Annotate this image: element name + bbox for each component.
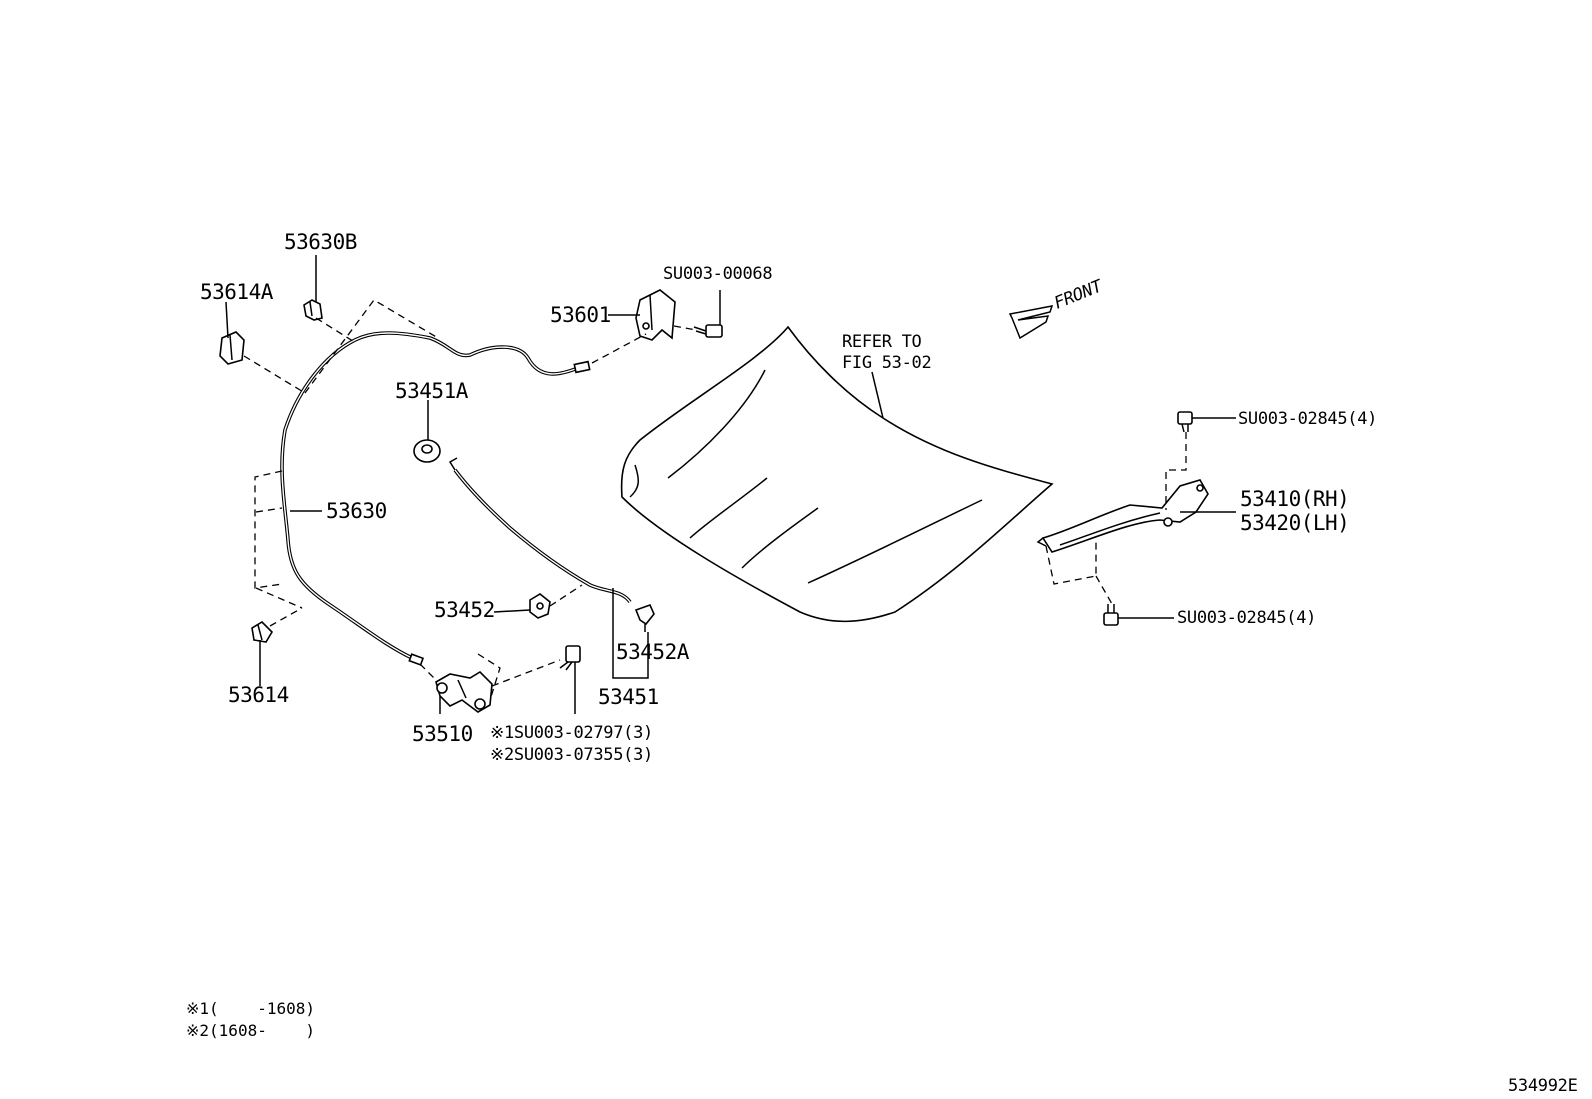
label-53451a: 53451A: [395, 379, 469, 403]
figure-number: 534992E: [1508, 1076, 1578, 1096]
label-53601: 53601: [550, 303, 611, 327]
clamp-53452a-icon: [634, 603, 655, 632]
clamp-53614-icon: [251, 620, 274, 643]
label-su003-00068: SU003-00068: [663, 264, 772, 284]
label-53452: 53452: [434, 598, 495, 622]
bolt-su003-00068-icon: [693, 324, 723, 338]
hood-panel: [620, 325, 1054, 623]
assembly-dash-lines: [243, 299, 1187, 701]
hood-lock-control-cable: [448, 457, 632, 604]
footnote-1: ※1( -1608): [186, 999, 315, 1018]
label-53630b: 53630B: [284, 230, 357, 254]
label-53452a: 53452A: [616, 640, 690, 664]
clamp-53614a-icon: [219, 331, 245, 365]
label-53420-lh: 53420(LH): [1240, 511, 1349, 535]
bolt-su003-02797-icon: [559, 645, 581, 671]
refer-leader: [871, 371, 884, 419]
label-front: FRONT: [1051, 276, 1106, 314]
label-53451: 53451: [598, 685, 659, 709]
bolt-su003-02845-top-icon: [1177, 411, 1193, 433]
label-fig-53-02: FIG 53-02: [842, 353, 931, 373]
label-su003-02845-bottom: SU003-02845(4): [1177, 608, 1316, 628]
bolt-su003-02845-bottom-icon: [1103, 604, 1119, 626]
bracket-53601-icon: [635, 289, 676, 341]
label-su003-07355: ※2SU003-07355(3): [490, 745, 653, 765]
label-53614: 53614: [228, 683, 289, 707]
hood-lock-53510-icon: [435, 670, 493, 713]
footnote-2: ※2(1608- ): [186, 1021, 315, 1040]
clip-53630b-icon: [303, 299, 323, 321]
front-arrow-icon: [1008, 305, 1054, 340]
clamp-53452-icon: [529, 593, 551, 619]
label-53630: 53630: [326, 499, 387, 523]
label-refer-to: REFER TO: [842, 332, 922, 352]
hood-hinge-53410-icon: [1036, 479, 1209, 553]
label-su003-02797: ※1SU003-02797(3): [490, 723, 653, 743]
grommet-53451a-icon: [413, 439, 441, 463]
label-53614a: 53614A: [200, 280, 274, 304]
label-53410-rh: 53410(RH): [1240, 487, 1349, 511]
leader-lines: [225, 255, 1236, 714]
label-su003-02845-top: SU003-02845(4): [1238, 409, 1377, 429]
label-53510: 53510: [412, 722, 473, 746]
